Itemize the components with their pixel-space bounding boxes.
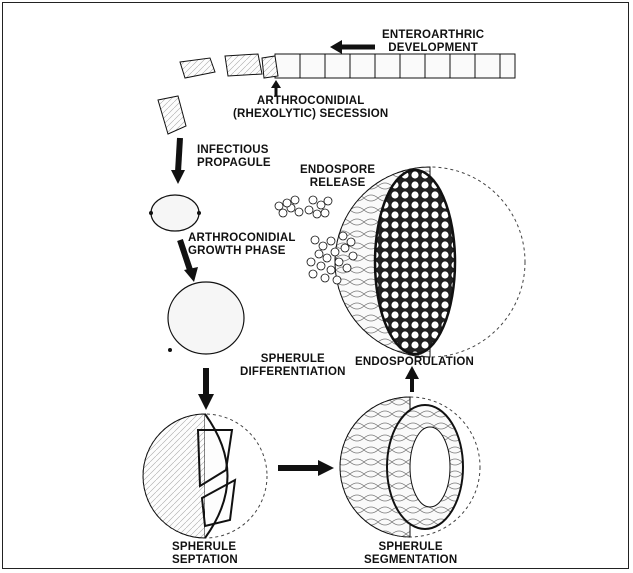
septation-spherule xyxy=(143,414,267,538)
label-spherule-segmentation: SPHERULE SEGMENTATION xyxy=(364,541,457,567)
label-arthroconidial-secession: ARTHROCONIDIAL (RHEXOLYTIC) SECESSION xyxy=(233,95,388,121)
label-endosporulation: ENDOSPORULATION xyxy=(355,356,474,369)
mature-spherule xyxy=(335,167,525,357)
segmentation-spherule xyxy=(340,397,480,537)
arthroconidium xyxy=(158,96,186,134)
spherule xyxy=(168,282,244,354)
arrow-to-growth xyxy=(178,138,180,172)
label-endospore-release: ENDOSPORE RELEASE xyxy=(300,164,375,190)
label-arthroconidial-growth-phase: ARTHROCONIDIAL GROWTH PHASE xyxy=(188,232,296,258)
label-spherule-septation: SPHERULE SEPTATION xyxy=(172,541,238,567)
young-spherule xyxy=(151,195,199,231)
label-infectious-propagule: INFECTIOUS PROPAGULE xyxy=(197,144,271,170)
label-enteroarthric-development: ENTEROARTHRIC DEVELOPMENT xyxy=(382,29,484,55)
label-spherule-differentiation: SPHERULE DIFFERENTIATION xyxy=(240,353,346,379)
hyphal-chain xyxy=(180,54,515,78)
